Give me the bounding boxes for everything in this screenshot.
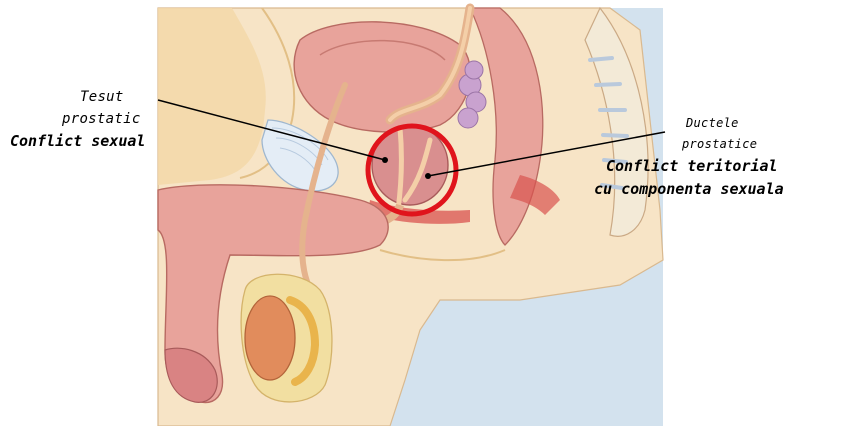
label-prostatic: prostatic (62, 111, 141, 127)
pointer-dot-left (382, 157, 388, 163)
label-prostatice: prostatice (682, 137, 757, 151)
pointer-dot-right (425, 173, 431, 179)
label-tesut: Tesut (80, 89, 124, 105)
label-conflict-sexual: Conflict sexual (10, 132, 145, 150)
testis (245, 296, 295, 380)
label-conflict-teritorial: Conflict teritorial (606, 157, 778, 175)
label-componenta-sexuala: cu componenta sexuala (594, 180, 784, 198)
label-ductele: Ductele (686, 116, 739, 130)
